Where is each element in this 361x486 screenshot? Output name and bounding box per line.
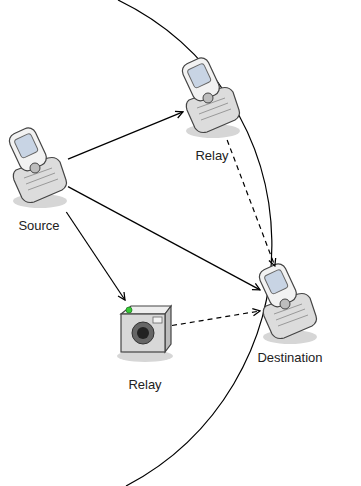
- camera-icon: [117, 306, 173, 362]
- device-node: Source: [10, 130, 68, 212]
- device-label: Relay: [128, 377, 161, 393]
- phone-icon: [257, 261, 317, 344]
- link-arrow: [68, 112, 183, 159]
- device-node: Destination: [260, 266, 320, 346]
- device-label: Source: [18, 218, 59, 234]
- link-arrow: [68, 187, 260, 290]
- device-node: Relay: [183, 60, 241, 140]
- link-arrow: [172, 311, 260, 326]
- phone-icon: [180, 55, 240, 138]
- device-label: Relay: [195, 148, 228, 164]
- link-arrow: [66, 212, 125, 300]
- link-arrow: [227, 140, 275, 266]
- range-arc: [118, 0, 272, 486]
- phone-icon: [7, 125, 67, 208]
- device-node: Relay: [118, 300, 172, 360]
- device-label: Destination: [257, 350, 322, 366]
